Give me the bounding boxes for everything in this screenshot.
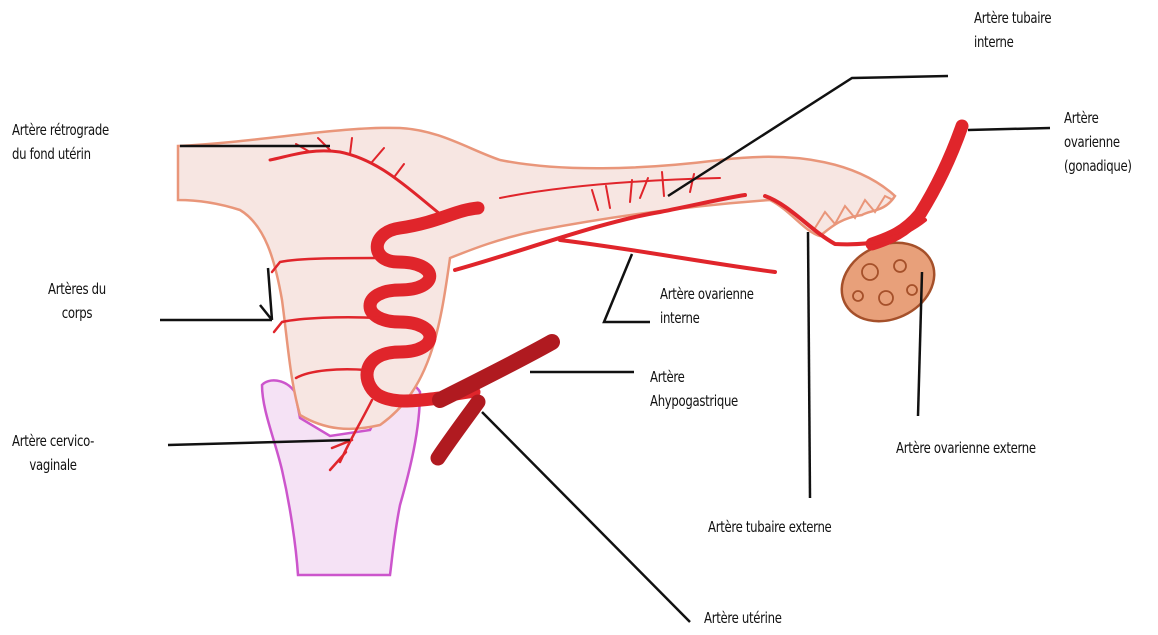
label-cervico-line2: vaginale: [12, 453, 94, 477]
label-corps-line2: corps: [48, 301, 106, 325]
label-hypogastric-artery: Artère Ahypogastrique: [650, 365, 738, 413]
label-internal-tubal-artery: Artère tubaire interne: [974, 6, 1051, 54]
label-ovarienne-line2: ovarienne: [1064, 130, 1132, 154]
pointer-uterine: [482, 412, 690, 622]
label-cervico-line1: Artère cervico-: [12, 429, 94, 453]
label-ovarienne-interne-line2: interne: [660, 306, 754, 330]
label-external-tubal-artery: Artère tubaire externe: [708, 515, 831, 539]
label-corps-arteries: Artères du corps: [48, 277, 106, 325]
pointer-corps: [160, 268, 272, 320]
label-ovarienne-interne-line1: Artère ovarienne: [660, 282, 754, 306]
label-gonadal-ovarian-artery: Artère ovarienne (gonadique): [1064, 106, 1132, 178]
label-retrograde-artery: Artère rétrograde du fond utérin: [12, 118, 109, 166]
label-tubaire-interne-line2: interne: [974, 30, 1051, 54]
label-uterine: Artère utérine: [704, 606, 782, 630]
label-ovarienne-line1: Artère: [1064, 106, 1132, 130]
label-tubaire-interne-line1: Artère tubaire: [974, 6, 1051, 30]
label-tubaire-externe: Artère tubaire externe: [708, 515, 831, 539]
label-ovarienne-externe: Artère ovarienne externe: [896, 436, 1036, 460]
label-corps-line1: Artères du: [48, 277, 106, 301]
label-hypogastrique-line1: Artère: [650, 365, 738, 389]
label-internal-ovarian-artery: Artère ovarienne interne: [660, 282, 754, 330]
pointer-ovarienne: [968, 128, 1050, 130]
label-retrograde-line1: Artère rétrograde: [12, 118, 109, 142]
hypogastric-branch: [438, 402, 478, 458]
label-uterine-artery: Artère utérine: [704, 606, 782, 630]
pointer-tubaire-externe: [808, 232, 810, 498]
label-ovarienne-line3: (gonadique): [1064, 154, 1132, 178]
label-cervico-vaginal-artery: Artère cervico- vaginale: [12, 429, 94, 477]
internal-ovarian-branch: [560, 240, 775, 272]
pointer-ovarienne-interne: [604, 254, 650, 322]
label-external-ovarian-artery: Artère ovarienne externe: [896, 436, 1036, 460]
label-hypogastrique-line2: Ahypogastrique: [650, 389, 738, 413]
label-retrograde-line2: du fond utérin: [12, 142, 109, 166]
